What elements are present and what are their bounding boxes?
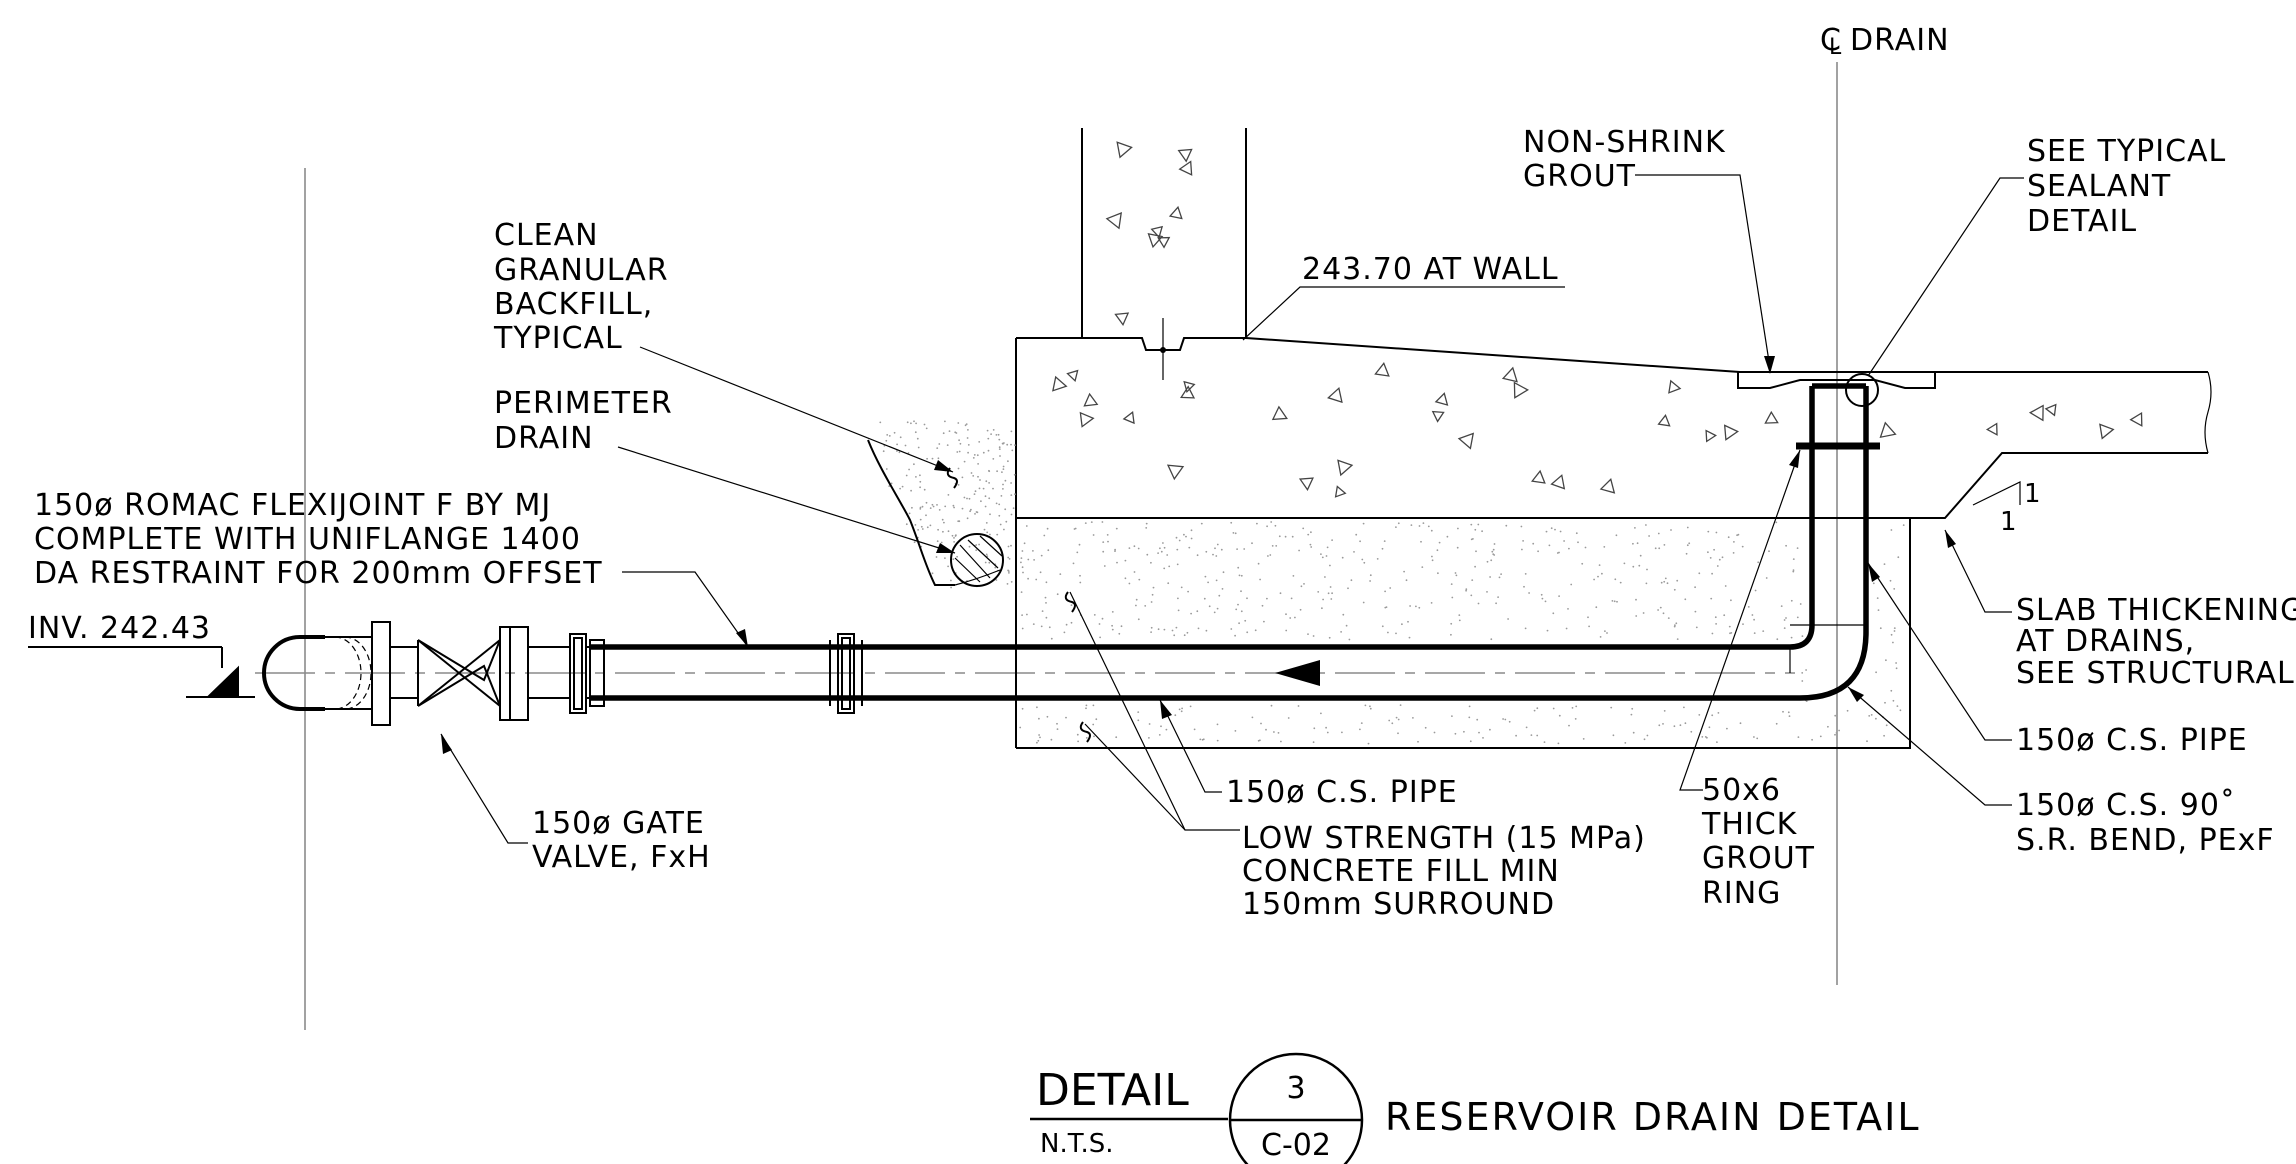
svg-text:PERIMETER: PERIMETER xyxy=(494,386,673,421)
label-see-typical-sealant: SEE TYPICAL SEALANT DETAIL xyxy=(2027,134,2226,239)
concrete-aggregate-hatch xyxy=(1052,141,2143,498)
svg-text:L: L xyxy=(1829,35,1842,60)
svg-text:SEALANT: SEALANT xyxy=(2027,169,2171,204)
romac-flexijoint xyxy=(499,626,605,721)
svg-text:SEE TYPICAL: SEE TYPICAL xyxy=(2027,134,2226,169)
svg-text:GROUT: GROUT xyxy=(1523,159,1636,194)
svg-text:GROUT: GROUT xyxy=(1702,841,1815,876)
uniflange-restraint xyxy=(371,621,418,726)
label-wall-elevation: 243.70 AT WALL xyxy=(1302,252,1559,287)
fill-stipple xyxy=(879,420,1905,745)
svg-text:CONCRETE FILL MIN: CONCRETE FILL MIN xyxy=(1242,854,1560,889)
gate-valve xyxy=(417,639,501,707)
label-low-strength-concrete: LOW STRENGTH (15 MPa) CONCRETE FILL MIN … xyxy=(1242,821,1646,922)
svg-text:SEE STRUCTURAL: SEE STRUCTURAL xyxy=(2016,656,2295,691)
slope-run: 1 xyxy=(2000,507,2018,537)
svg-text:TYPICAL: TYPICAL xyxy=(493,321,623,356)
svg-text:DA RESTRAINT FOR 200mm OFFSET: DA RESTRAINT FOR 200mm OFFSET xyxy=(34,556,603,591)
svg-text:CLEAN: CLEAN xyxy=(494,218,599,253)
label-invert-elevation: INV. 242.43 xyxy=(28,611,211,646)
label-perimeter-drain: PERIMETER DRAIN xyxy=(494,386,673,456)
svg-text:DRAIN: DRAIN xyxy=(494,421,594,456)
slope-indicator: 1 1 xyxy=(1972,479,2042,537)
svg-text:NON-SHRINK: NON-SHRINK xyxy=(1523,125,1726,160)
svg-text:150mm SURROUND: 150mm SURROUND xyxy=(1242,887,1555,922)
svg-text:S.R. BEND, PExF: S.R. BEND, PExF xyxy=(2016,823,2275,858)
label-slab-thickening: SLAB THICKENING AT DRAINS, SEE STRUCTURA… xyxy=(2016,593,2296,691)
label-pipe-center: 150ø C.S. PIPE xyxy=(1226,775,1458,810)
svg-text:150ø C.S. 90˚: 150ø C.S. 90˚ xyxy=(2016,788,2236,823)
label-grout-ring: 50x6 THICK GROUT RING xyxy=(1701,773,1815,911)
title-block: DETAIL N.T.S. 3 C-02 RESERVOIR DRAIN DET… xyxy=(1030,1052,1921,1164)
label-pipe-right: 150ø C.S. PIPE xyxy=(2016,723,2248,758)
pipe-end-bend xyxy=(262,635,372,711)
leader-lines xyxy=(440,174,2024,844)
backfill-edge xyxy=(867,439,1001,586)
detail-number: 3 xyxy=(1286,1071,1305,1106)
svg-text:C: C xyxy=(1820,23,1841,58)
label-bend-right: 150ø C.S. 90˚ S.R. BEND, PExF xyxy=(2016,788,2275,858)
svg-text:150ø ROMAC FLEXIJOINT F BY MJ: 150ø ROMAC FLEXIJOINT F BY MJ xyxy=(34,488,551,523)
svg-text:THICK: THICK xyxy=(1701,807,1798,842)
svg-text:50x6: 50x6 xyxy=(1702,773,1781,808)
label-gate-valve: 150ø GATE VALVE, FxH xyxy=(532,806,711,875)
slope-rise: 1 xyxy=(2024,479,2042,509)
title-block-scale: N.T.S. xyxy=(1040,1129,1114,1159)
label-clean-granular-backfill: CLEAN GRANULAR BACKFILL, TYPICAL xyxy=(493,218,669,356)
svg-text:LOW STRENGTH (15 MPa): LOW STRENGTH (15 MPa) xyxy=(1242,821,1646,856)
label-centerline-drain: C L DRAIN xyxy=(1820,23,1950,60)
detail-title: RESERVOIR DRAIN DETAIL xyxy=(1385,1095,1921,1139)
centerline-drain-text: DRAIN xyxy=(1850,23,1950,58)
flow-direction-arrow xyxy=(1275,660,1320,686)
label-romac-flexijoint: 150ø ROMAC FLEXIJOINT F BY MJ COMPLETE W… xyxy=(34,488,603,591)
svg-text:AT DRAINS,: AT DRAINS, xyxy=(2016,624,2195,659)
svg-text:SLAB THICKENING: SLAB THICKENING xyxy=(2016,593,2296,628)
label-non-shrink-grout: NON-SHRINK GROUT xyxy=(1523,125,1726,194)
reservoir-wall xyxy=(1016,128,1247,380)
title-block-word: DETAIL xyxy=(1036,1065,1189,1116)
drain-pipe xyxy=(590,373,1880,701)
svg-text:COMPLETE WITH UNIFLANGE 1400: COMPLETE WITH UNIFLANGE 1400 xyxy=(34,522,581,557)
perimeter-drain-pipe xyxy=(950,533,1004,587)
svg-text:150ø GATE: 150ø GATE xyxy=(532,806,705,841)
svg-text:VALVE, FxH: VALVE, FxH xyxy=(532,840,711,875)
svg-text:DETAIL: DETAIL xyxy=(2027,204,2137,239)
invert-marker xyxy=(28,646,255,698)
svg-text:BACKFILL,: BACKFILL, xyxy=(494,287,653,322)
detail-sheet: C-02 xyxy=(1261,1128,1331,1163)
pipe-coupling xyxy=(829,633,863,714)
svg-text:GRANULAR: GRANULAR xyxy=(494,253,669,288)
svg-text:RING: RING xyxy=(1702,876,1781,911)
